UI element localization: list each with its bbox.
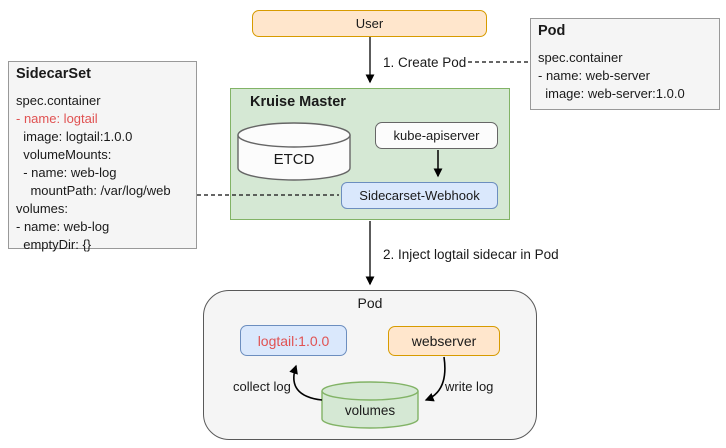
sidecarset-line: image: logtail:1.0.0 — [16, 129, 133, 144]
sidecarset-line: - name: web-log — [16, 165, 117, 180]
sidecarset-spec-node: SidecarSet spec.container - name: logtai… — [8, 61, 197, 252]
pod-spec-line: image: web-server:1.0.0 — [538, 86, 685, 101]
sidecarset-webhook-node: Sidecarset-Webhook — [341, 182, 498, 209]
pod-spec-node: Pod spec.container - name: web-server im… — [530, 18, 720, 110]
kruise-master-title: Kruise Master — [250, 94, 346, 110]
sidecarset-webhook-label: Sidecarset-Webhook — [359, 188, 480, 203]
sidecarset-line-highlighted: - name: logtail — [16, 111, 98, 126]
logtail-container-node: logtail:1.0.0 — [240, 325, 347, 356]
sidecarset-line: volumeMounts: — [16, 147, 112, 162]
webserver-container-node: webserver — [388, 326, 500, 356]
volumes-label: volumes — [344, 403, 396, 418]
kube-apiserver-node: kube-apiserver — [375, 122, 498, 149]
sidecarset-line: volumes: — [16, 201, 69, 216]
collect-log-label: collect log — [233, 379, 291, 394]
sidecarset-line: emptyDir: {} — [16, 237, 92, 252]
user-node-label: User — [355, 16, 384, 31]
sidecarset-line: spec.container — [16, 93, 101, 108]
pod-spec-title: Pod — [538, 23, 566, 39]
sidecarset-line: - name: web-log — [16, 219, 110, 234]
pod-title: Pod — [357, 295, 383, 311]
sidecarset-line: mountPath: /var/log/web — [16, 183, 171, 198]
kube-apiserver-label: kube-apiserver — [393, 128, 480, 143]
webserver-container-label: webserver — [411, 333, 477, 349]
write-log-label: write log — [445, 379, 494, 394]
pod-spec-line: spec.container — [538, 50, 623, 65]
sidecarset-title: SidecarSet — [16, 66, 91, 82]
create-pod-label: 1. Create Pod — [383, 55, 467, 70]
pod-spec-line: - name: web-server — [538, 68, 650, 83]
user-node: User — [252, 10, 487, 37]
logtail-container-label: logtail:1.0.0 — [257, 332, 330, 349]
inject-sidecar-label: 2. Inject logtail sidecar in Pod — [383, 247, 559, 262]
etcd-label: ETCD — [273, 151, 315, 168]
